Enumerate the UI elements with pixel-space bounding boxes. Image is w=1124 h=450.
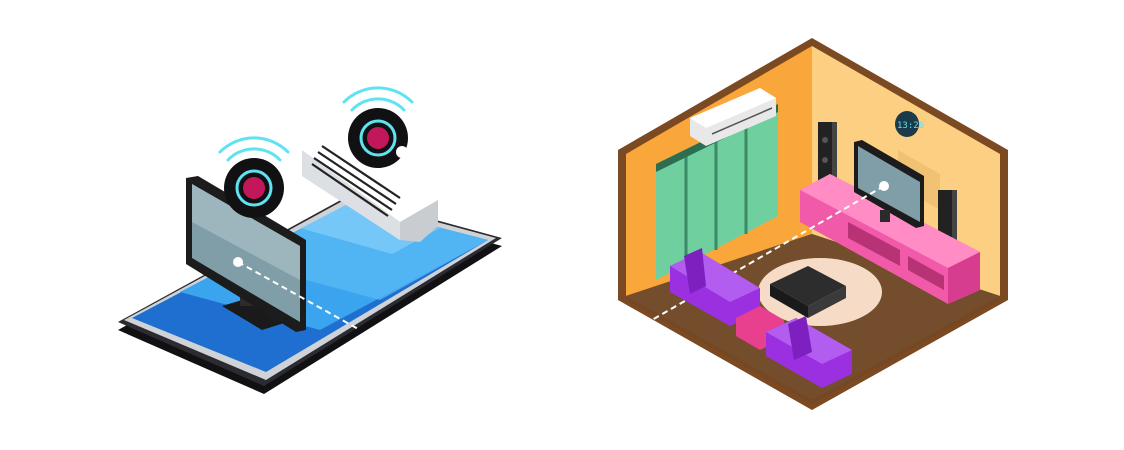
smartphone xyxy=(118,196,502,394)
speaker-left xyxy=(818,122,837,192)
wifi-signal-icon xyxy=(218,136,290,218)
smartphone-scene xyxy=(118,86,502,394)
living-room-scene: 13:26 xyxy=(618,38,1008,410)
sofa xyxy=(670,248,760,326)
wall-clock: 13:26 xyxy=(895,111,924,137)
sofa xyxy=(766,316,852,388)
coffee-table xyxy=(770,266,846,318)
air-conditioner-unit xyxy=(690,88,776,146)
television xyxy=(186,176,306,332)
clock-time: 13:26 xyxy=(897,121,924,131)
wifi-signal-icon xyxy=(342,86,414,168)
connection-line xyxy=(233,257,361,331)
air-conditioner-unit xyxy=(302,128,438,242)
